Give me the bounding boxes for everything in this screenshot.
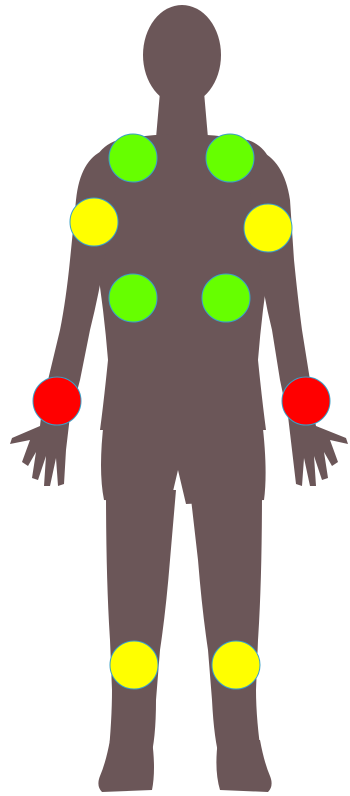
neck-shape	[156, 92, 208, 138]
marker-left-elbow[interactable]	[244, 204, 292, 252]
marker-right-knee[interactable]	[110, 641, 158, 689]
marker-right-hip[interactable]	[109, 274, 157, 322]
right-leg-shape	[106, 490, 176, 760]
left-leg-shape	[190, 490, 262, 760]
left-foot-shape	[216, 740, 271, 792]
marker-left-hip[interactable]	[202, 274, 250, 322]
marker-left-wrist[interactable]	[282, 377, 330, 425]
marker-left-shoulder[interactable]	[206, 134, 254, 182]
marker-right-shoulder[interactable]	[109, 134, 157, 182]
marker-right-elbow[interactable]	[70, 198, 118, 246]
right-foot-shape	[98, 740, 154, 792]
head-shape	[143, 5, 221, 105]
marker-left-knee[interactable]	[212, 641, 260, 689]
marker-right-wrist[interactable]	[33, 377, 81, 425]
